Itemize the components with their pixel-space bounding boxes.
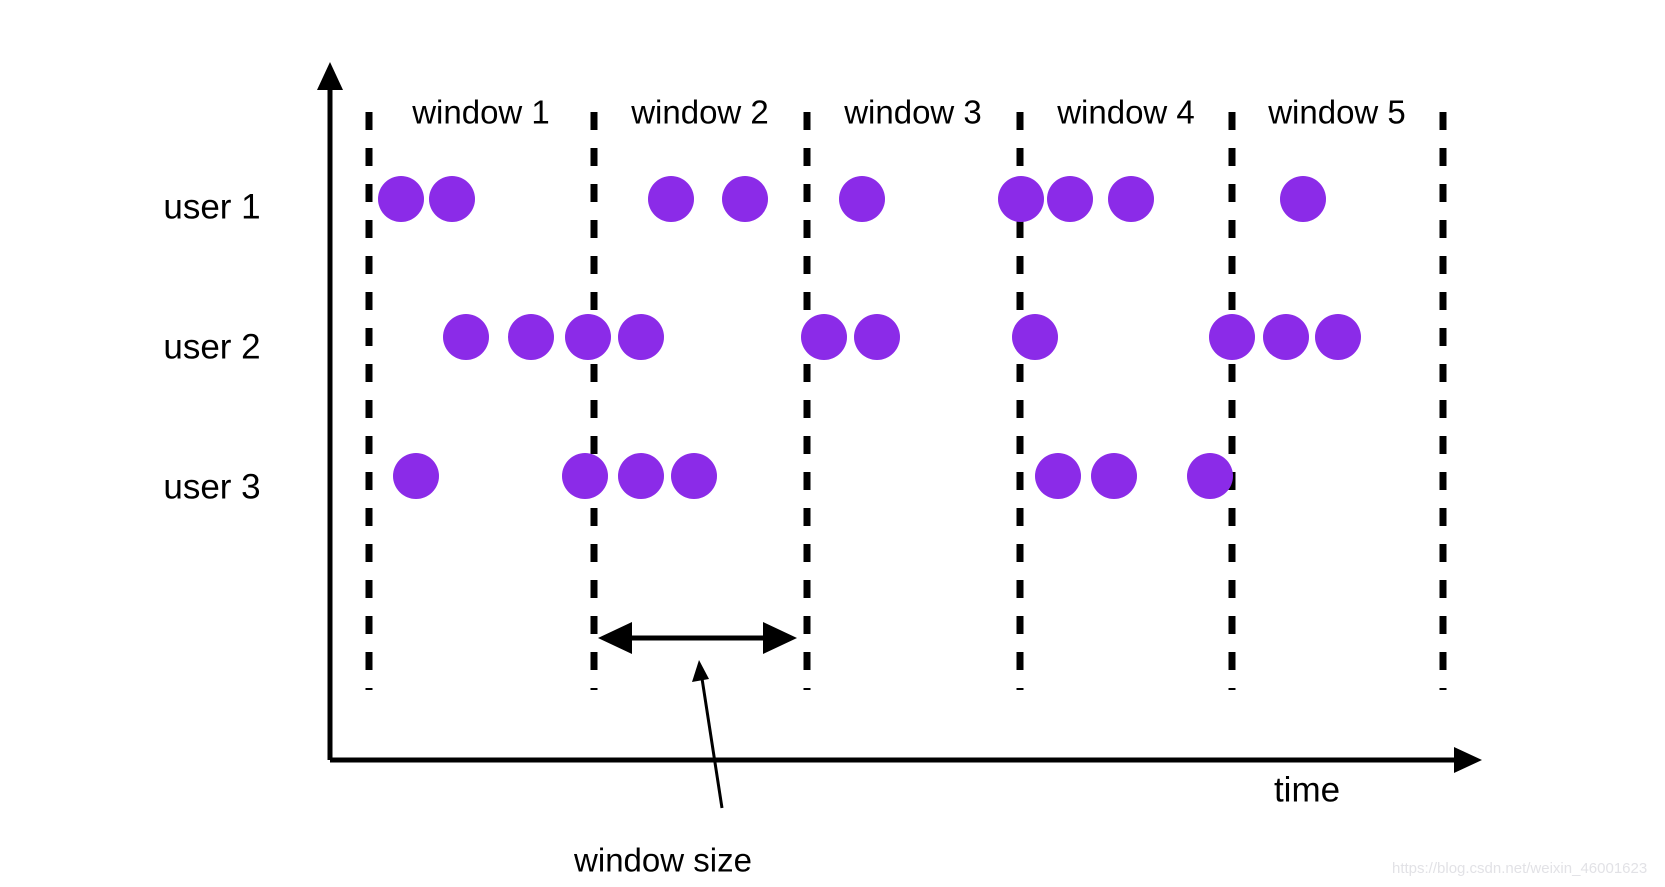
event-dot-user1-3	[648, 176, 694, 222]
event-dot-user2-1	[443, 314, 489, 360]
watermark-text: https://blog.csdn.net/weixin_46001623	[1392, 860, 1648, 877]
event-dot-user2-10	[1315, 314, 1361, 360]
event-dot-user1-7	[1047, 176, 1093, 222]
event-dot-user1-6	[998, 176, 1044, 222]
event-dot-user1-8	[1108, 176, 1154, 222]
user-label-2: user 2	[163, 327, 261, 367]
window-dividers-group	[365, 112, 1447, 690]
window-label-2: window 2	[631, 93, 769, 131]
event-dot-user3-5	[1035, 453, 1081, 499]
axes-group	[317, 62, 1482, 773]
event-dot-user3-4	[671, 453, 717, 499]
window-size-pointer-line	[699, 671, 724, 809]
window-size-measure-group	[598, 622, 797, 809]
x-axis-arrowhead-icon	[1454, 747, 1482, 773]
user-label-3: user 3	[163, 467, 261, 507]
event-dot-user1-1	[378, 176, 424, 222]
event-dot-user2-9	[1263, 314, 1309, 360]
window-label-1: window 1	[412, 93, 550, 131]
event-dot-user1-5	[839, 176, 885, 222]
event-dot-user2-5	[801, 314, 847, 360]
event-dot-user3-6	[1091, 453, 1137, 499]
event-dot-user2-7	[1012, 314, 1058, 360]
window-size-arrowhead-left-icon	[598, 622, 632, 654]
event-dot-user2-3	[565, 314, 611, 360]
event-dot-user2-6	[854, 314, 900, 360]
event-dots-group	[378, 176, 1361, 499]
event-dot-user2-2	[508, 314, 554, 360]
event-dot-user3-2	[562, 453, 608, 499]
event-dot-user1-4	[722, 176, 768, 222]
event-dot-user3-7	[1187, 453, 1233, 499]
window-size-label: window size	[574, 841, 752, 879]
event-dot-user2-8	[1209, 314, 1255, 360]
event-dot-user2-4	[618, 314, 664, 360]
y-axis-arrowhead-icon	[317, 62, 343, 90]
window-label-5: window 5	[1268, 93, 1406, 131]
window-label-4: window 4	[1057, 93, 1195, 131]
event-dot-user1-2	[429, 176, 475, 222]
x-axis-label: time	[1273, 770, 1341, 810]
user-label-1: user 1	[163, 187, 261, 227]
window-size-arrowhead-right-icon	[763, 622, 797, 654]
window-label-3: window 3	[844, 93, 982, 131]
window-size-pointer-arrowhead-icon	[692, 660, 709, 682]
event-dot-user1-9	[1280, 176, 1326, 222]
event-dot-user3-3	[618, 453, 664, 499]
event-dot-user3-1	[393, 453, 439, 499]
